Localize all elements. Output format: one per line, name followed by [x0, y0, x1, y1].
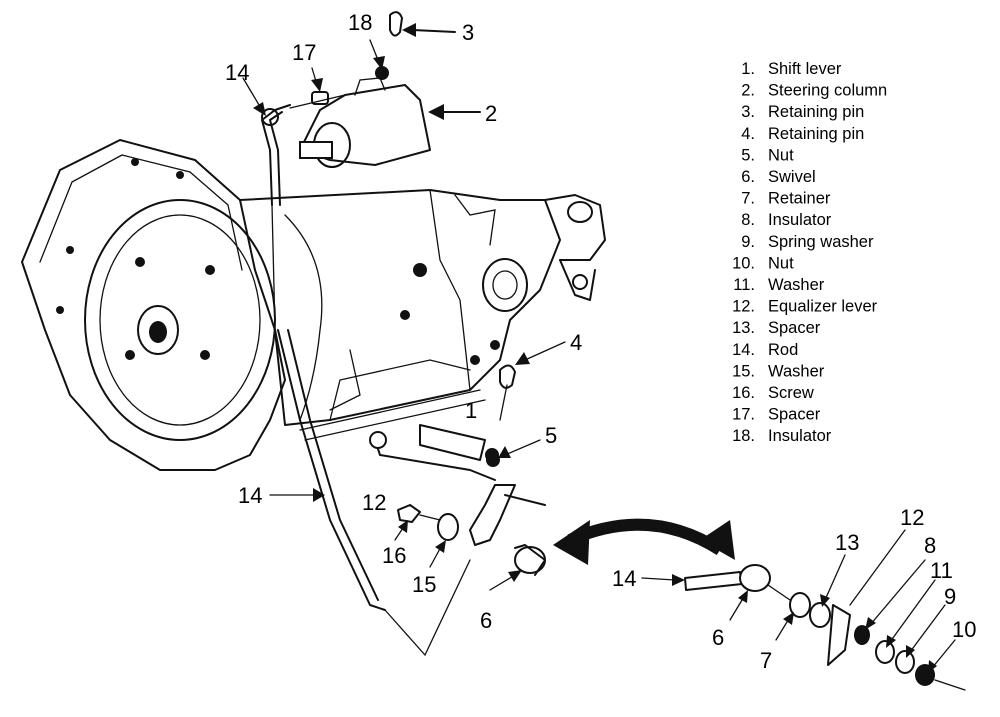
legend-part-name: Retaining pin [768, 125, 864, 143]
parts-legend: 1. Shift lever 2. Steering column 3. Retainin… [732, 60, 887, 445]
legend-number: 5. [741, 146, 755, 164]
legend-part-name: Equalizer lever [768, 298, 878, 316]
legend-part-name: Screw [768, 384, 814, 402]
legend-part-name: Shift lever [768, 60, 842, 78]
callout-9-detail: 9 [944, 584, 956, 609]
callout-14-left: 14 [238, 483, 262, 508]
legend-part-name: Spring washer [768, 233, 874, 251]
legend-part-name: Steering column [768, 82, 887, 100]
callout-5: 5 [545, 423, 557, 448]
callout-15: 15 [412, 572, 436, 597]
legend-number: 9. [741, 233, 755, 251]
callout-14-top: 14 [225, 60, 249, 85]
callout-1: 1 [465, 398, 477, 423]
callout-3: 3 [462, 20, 474, 45]
lower-linkage [271, 204, 546, 657]
legend-number: 1. [741, 60, 755, 78]
legend-number: 6. [741, 168, 755, 186]
legend-number: 3. [741, 103, 755, 121]
callout-7-detail: 7 [760, 648, 772, 673]
legend-part-name: Insulator [768, 427, 832, 445]
legend-part-name: Nut [768, 146, 794, 164]
legend-number: 10. [732, 254, 755, 272]
callout-4: 4 [570, 330, 582, 355]
steering-column-parts [261, 11, 431, 206]
callout-14-detail: 14 [612, 566, 636, 591]
callout-12-detail: 12 [900, 505, 924, 530]
callout-leaders [242, 23, 956, 673]
callout-8-detail: 8 [924, 533, 936, 558]
legend-part-name: Insulator [768, 211, 832, 229]
legend-part-name: Nut [768, 254, 794, 272]
callout-labels: 18 3 17 14 2 4 1 5 14 12 16 15 6 14 6 7 … [225, 10, 976, 673]
legend-number: 4. [741, 125, 755, 143]
legend-number: 18. [732, 427, 755, 445]
callout-2: 2 [485, 101, 497, 126]
legend-part-name: Spacer [768, 406, 821, 424]
callout-10-detail: 10 [952, 617, 976, 642]
legend-number: 15. [732, 362, 755, 380]
callout-11-detail: 11 [930, 558, 953, 583]
legend-number: 12. [732, 298, 755, 316]
legend-part-name: Washer [768, 276, 825, 294]
legend-number: 17. [732, 406, 755, 424]
legend-part-name: Spacer [768, 319, 821, 337]
callout-16: 16 [382, 543, 406, 568]
detail-assembly [684, 564, 966, 691]
legend-part-name: Retainer [768, 190, 831, 208]
callout-17: 17 [292, 40, 316, 65]
callout-6-detail: 6 [712, 625, 724, 650]
callout-13-detail: 13 [835, 530, 859, 555]
legend-part-name: Washer [768, 362, 825, 380]
legend-part-name: Rod [768, 341, 798, 359]
legend-part-name: Retaining pin [768, 103, 864, 121]
legend-number: 7. [741, 190, 755, 208]
legend-part-name: Swivel [768, 168, 816, 186]
legend-number: 8. [741, 211, 755, 229]
callout-6-main: 6 [480, 608, 492, 633]
legend-number: 13. [732, 319, 755, 337]
legend-number: 2. [741, 82, 755, 100]
detail-view-arrow [553, 518, 735, 565]
callout-12-main: 12 [362, 490, 386, 515]
legend-number: 16. [732, 384, 755, 402]
legend-number: 11. [733, 276, 755, 294]
callout-18: 18 [348, 10, 372, 35]
transmission-illustration [21, 139, 606, 471]
legend-number: 14. [732, 341, 755, 359]
